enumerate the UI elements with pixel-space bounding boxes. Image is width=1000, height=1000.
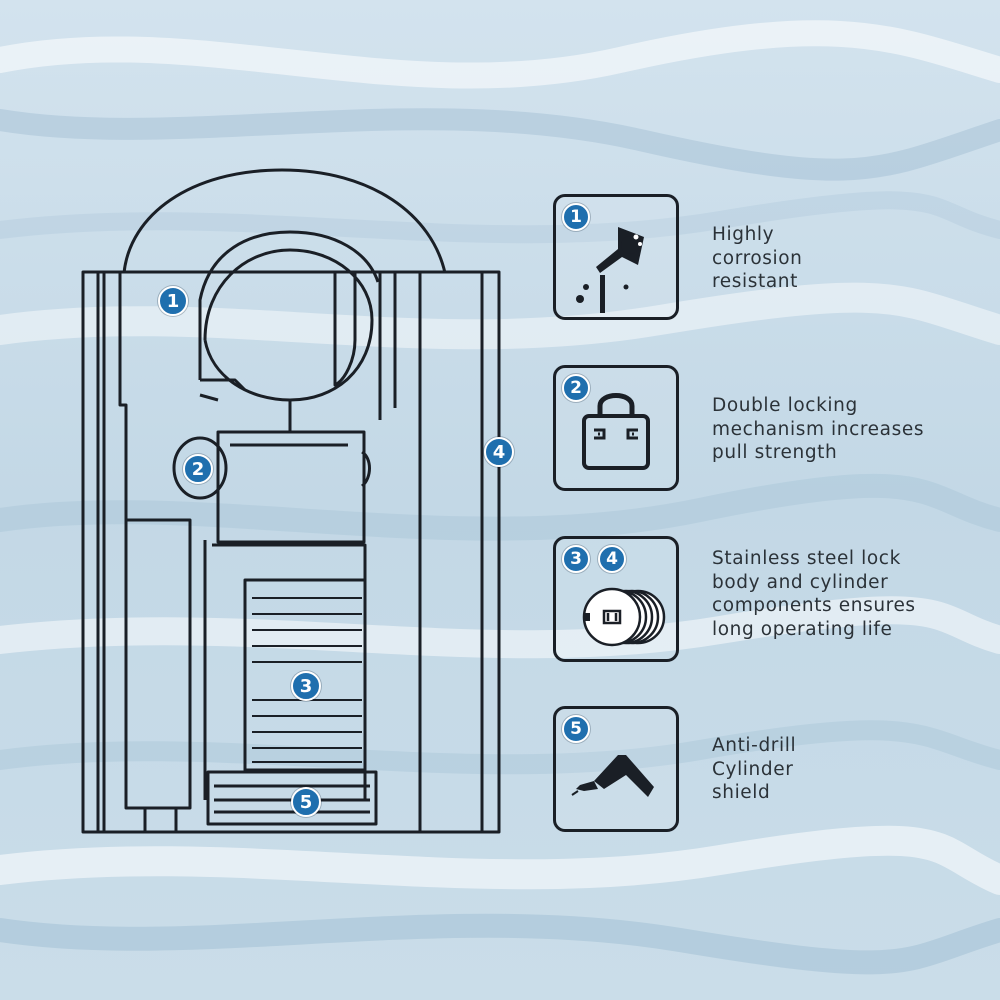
padlock-icon (582, 393, 650, 470)
lock-body (81, 270, 501, 834)
feature-badge-1: 1 (562, 203, 590, 231)
feature-box-anti-drill: 5 (553, 706, 679, 832)
feature-text-stainless: Stainless steel lock body and cylinder c… (712, 547, 992, 641)
feature-3-line-2: body and cylinder (712, 571, 889, 593)
feature-3-line-4: long operating life (712, 618, 893, 640)
feature-2-line-3: pull strength (712, 442, 838, 463)
feature-3-line-3: components ensures (712, 595, 916, 616)
feature-2-line-1: Double locking (712, 395, 858, 416)
feature-text-double-locking: Double locking mechanism increases pull … (712, 394, 992, 465)
feature-text-corrosion: Highly corrosion resistant (712, 223, 992, 294)
callout-badge-1: 1 (158, 286, 188, 316)
feature-badge-3: 3 (562, 545, 590, 573)
feature-box-double-locking: 2 (553, 365, 679, 491)
feature-1-line-1: Highly (712, 224, 775, 245)
feature-3-line-1: Stainless steel lock (712, 548, 901, 569)
feature-badge-2: 2 (562, 374, 590, 402)
feature-box-stainless: 3 4 (553, 536, 679, 662)
callout-badge-5: 5 (291, 787, 321, 817)
lock-discs-icon (582, 587, 666, 647)
feature-badge-5: 5 (562, 715, 590, 743)
drill-icon (571, 755, 654, 797)
shackle-ring (203, 248, 374, 402)
feature-badge-4: 4 (598, 545, 626, 573)
callout-badge-4: 4 (484, 437, 514, 467)
feature-text-anti-drill: Anti-drill Cylinder shield (712, 734, 992, 805)
feature-box-corrosion: 1 (553, 194, 679, 320)
feature-5-line-2: Cylinder (712, 758, 794, 780)
chemical-flask-pouring-icon (576, 227, 644, 313)
feature-5-line-3: shield (712, 782, 771, 803)
feature-1-line-2: corrosion (712, 247, 803, 269)
callout-badge-3: 3 (291, 671, 321, 701)
feature-2-line-2: mechanism increases (712, 418, 925, 440)
feature-5-line-1: Anti-drill (712, 735, 797, 756)
callout-badge-2: 2 (183, 454, 213, 484)
shackle-outer (122, 168, 447, 274)
feature-1-line-3: resistant (712, 271, 798, 292)
